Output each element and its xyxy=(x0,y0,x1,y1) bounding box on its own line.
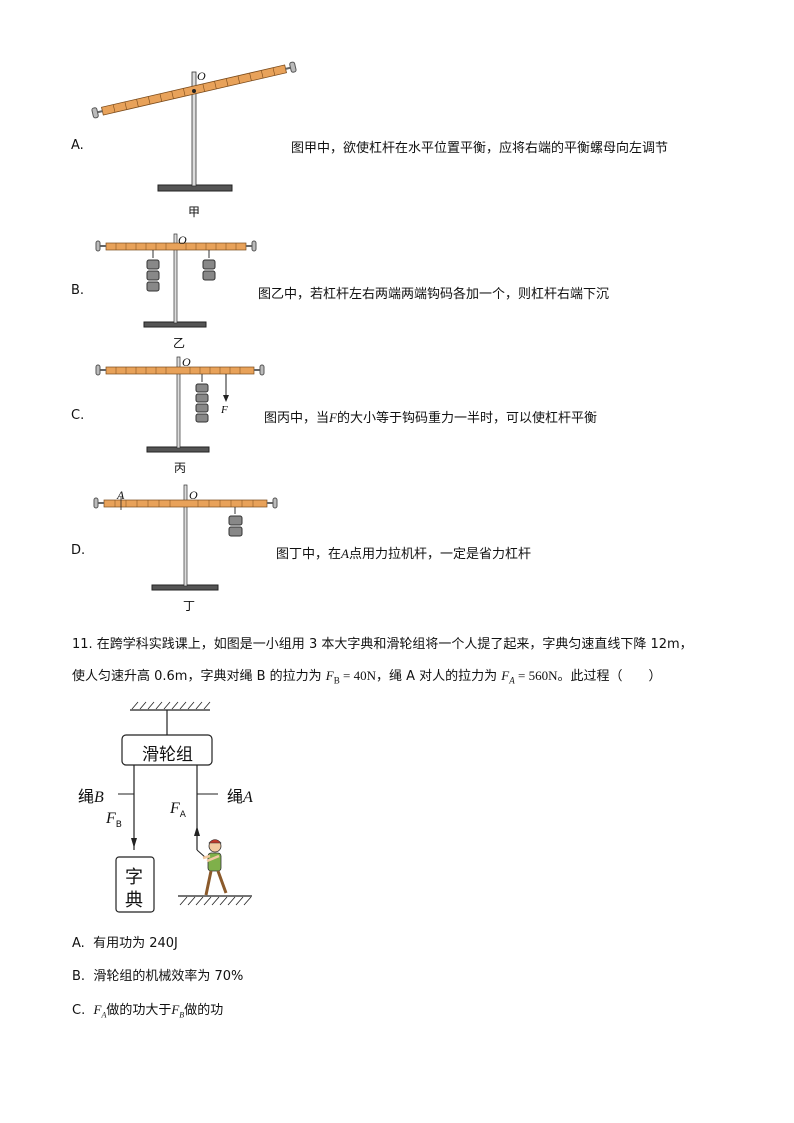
option-d-letter: D. xyxy=(71,543,86,558)
caption-jia: 甲 xyxy=(188,205,201,219)
rope-b-label: 绳B xyxy=(78,787,104,806)
rope-a-label: 绳A xyxy=(227,787,253,806)
force-b-label: FB xyxy=(106,810,122,831)
question-11-line1: 11. 在跨学科实践课上，如图是一小组用 3 本大字典和滑轮组将一个人提了起来，… xyxy=(72,637,693,652)
q11-option-a: A. 有用功为 240J xyxy=(72,936,178,951)
dictionary-char-1: 字 xyxy=(125,867,143,888)
pivot-o-label-a: O xyxy=(197,69,206,83)
q11-option-c: C. FA做的功大于FB做的功 xyxy=(72,1002,224,1020)
question-11-line2: 使人匀速升高 0.6m，字典对绳 B 的拉力为 FB = 40N，绳 A 对人的… xyxy=(72,668,662,686)
pivot-o-label-b: O xyxy=(178,233,187,247)
dictionary-char-2: 典 xyxy=(125,890,143,911)
person-figure xyxy=(196,839,228,896)
force-a-label: FA xyxy=(170,800,186,821)
option-c-text: 图丙中，当F的大小等于钩码重力一半时，可以使杠杆平衡 xyxy=(264,410,597,426)
option-a-text: 图甲中，欲使杠杆在水平位置平衡，应将右端的平衡螺母向左调节 xyxy=(291,141,669,156)
figure-yi xyxy=(95,233,257,328)
figure-bing xyxy=(95,356,265,453)
caption-ding: 丁 xyxy=(183,599,196,613)
pulley-label: 滑轮组 xyxy=(142,745,193,765)
option-b-letter: B. xyxy=(71,283,85,298)
figure-ding xyxy=(93,484,278,591)
caption-yi: 乙 xyxy=(173,336,186,350)
caption-bing: 丙 xyxy=(174,461,187,475)
pivot-o-label-d: O xyxy=(189,488,198,502)
option-d-text: 图丁中，在A点用力拉机杆，一定是省力杠杆 xyxy=(276,546,531,562)
point-a-label: A xyxy=(117,488,125,502)
option-c-letter: C. xyxy=(71,408,85,423)
q11-option-b: B. 滑轮组的机械效率为 70% xyxy=(72,969,244,984)
figure-jia xyxy=(91,61,297,192)
option-a-letter: A. xyxy=(71,138,84,153)
force-f-label: F xyxy=(221,404,228,416)
pulley-diagram xyxy=(115,701,252,913)
pivot-o-label-c: O xyxy=(182,355,191,369)
option-b-text: 图乙中，若杠杆左右两端两端钩码各加一个，则杠杆右端下沉 xyxy=(258,287,610,302)
